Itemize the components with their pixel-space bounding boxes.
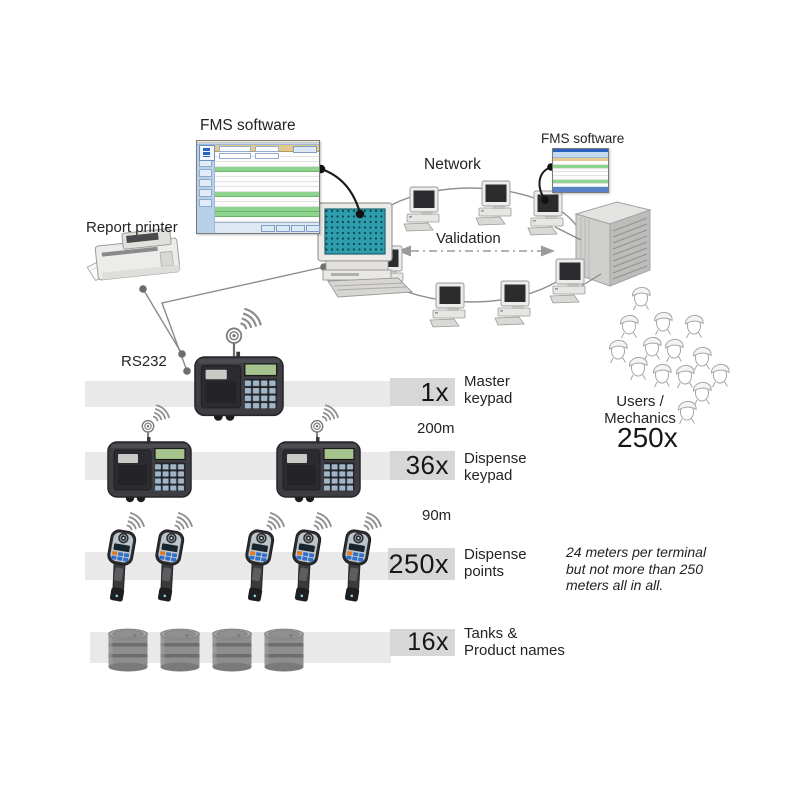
distance-90m-label: 90m	[422, 507, 452, 524]
worker-head-icon	[664, 338, 684, 363]
count-master: 1x	[420, 376, 449, 407]
count-box-master: 1x	[390, 376, 455, 407]
wifi-waves-icon	[126, 512, 145, 531]
wifi-waves-icon	[266, 512, 285, 531]
count-dispense-keypad: 36x	[405, 450, 449, 480]
fms-software-window-left	[196, 140, 320, 234]
workstation-computer-icon	[317, 202, 414, 298]
antenna-icon	[227, 309, 261, 357]
band-dispense-points	[85, 552, 389, 580]
app-logo-icon	[199, 144, 215, 161]
wifi-waves-icon	[363, 512, 382, 531]
worker-head-icon	[692, 346, 712, 371]
report-printer-label: Report printer	[86, 219, 178, 236]
desktop-computer-icon	[494, 280, 531, 326]
fms-software-label-right: FMS software	[541, 131, 625, 146]
worker-head-icon	[684, 314, 704, 339]
desktop-computer-icon	[549, 258, 586, 304]
worker-head-icon	[642, 336, 662, 361]
count-dispense-points: 250x	[388, 548, 449, 579]
worker-head-icon	[710, 363, 730, 388]
count-tanks: 16x	[407, 628, 449, 656]
wifi-waves-icon	[174, 512, 193, 531]
dispense-nozzle-icon	[334, 528, 373, 603]
server-cabinet-icon	[574, 201, 652, 287]
tanks-label: Tanks &Product names	[464, 625, 565, 659]
fms-software-label-left: FMS software	[200, 117, 296, 134]
count-box-dispense-points: 250x	[388, 548, 455, 580]
dispense-nozzle-icon	[237, 528, 276, 603]
antenna-icon	[142, 405, 169, 443]
count-box-dispense-keypad: 36x	[390, 450, 455, 480]
report-printer-icon	[86, 228, 181, 282]
dispense-nozzle-icon	[147, 528, 186, 603]
dispense-nozzle-icon	[284, 528, 323, 603]
worker-head-icon	[652, 363, 672, 388]
users-label: Users /Mechanics	[604, 393, 676, 427]
network-label: Network	[424, 156, 481, 173]
worker-head-icon	[628, 356, 648, 381]
fms-software-window-right	[552, 148, 609, 193]
fuel-drum-icon	[264, 628, 304, 672]
worker-head-icon	[631, 286, 651, 311]
worker-head-icon	[653, 311, 673, 336]
rs232-label: RS232	[121, 353, 167, 370]
antenna-icon	[311, 405, 338, 443]
wifi-waves-icon	[313, 512, 332, 531]
worker-head-icon	[619, 314, 639, 339]
desktop-computer-icon	[403, 186, 440, 232]
rs232-lines	[139, 226, 602, 375]
worker-head-icon	[675, 364, 695, 389]
worker-head-icon	[608, 339, 628, 364]
distance-200m-label: 200m	[417, 420, 455, 437]
validation-arrow	[397, 245, 555, 257]
master-keypad-icon	[194, 350, 284, 422]
dispense-keypad-icon	[276, 436, 361, 503]
fms-connector-right	[538, 163, 555, 204]
fuel-drum-icon	[108, 628, 148, 672]
dispense-nozzle-icon	[99, 528, 138, 603]
validation-label: Validation	[436, 230, 501, 247]
desktop-computer-icon	[429, 282, 466, 328]
count-box-tanks: 16x	[390, 628, 455, 656]
cable-length-note: 24 meters per terminal but not more than…	[566, 544, 707, 593]
window-menubar	[197, 141, 319, 143]
fuel-drum-icon	[212, 628, 252, 672]
users-count-label: 250x	[617, 422, 678, 453]
window-sidebar	[197, 145, 215, 233]
table-footer	[215, 222, 320, 233]
dispense-keypad-icon	[107, 436, 192, 503]
worker-head-icon	[692, 381, 712, 406]
window-toolbar	[197, 142, 319, 161]
fuel-drum-icon	[160, 628, 200, 672]
